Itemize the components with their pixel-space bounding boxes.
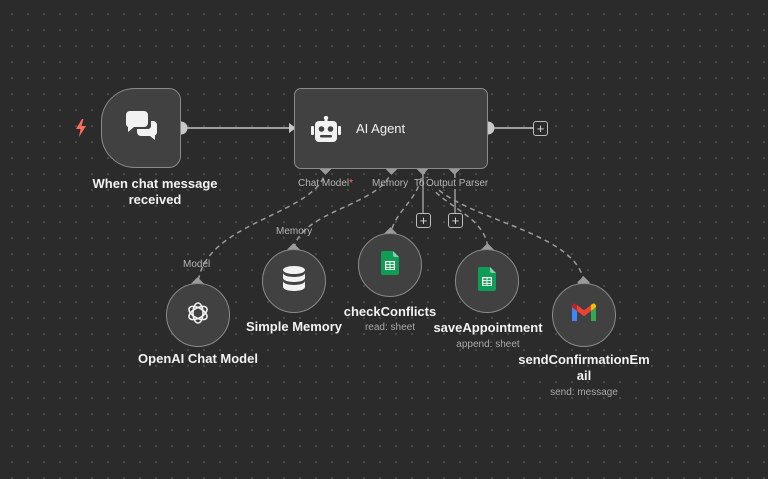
connection-arrow-icon: [289, 123, 296, 133]
trigger-title: When chat message received: [92, 176, 218, 207]
connector-label-model: Model: [183, 259, 211, 270]
port-label-tool: Tool: [414, 178, 433, 189]
connector-label-memory: Memory: [276, 226, 313, 237]
add-next-node-button[interactable]: +: [533, 121, 548, 136]
chat-trigger-node[interactable]: [101, 88, 181, 168]
chat-bubbles-icon: [123, 110, 159, 146]
gmail-icon: [571, 303, 597, 328]
check-conflicts-node[interactable]: [358, 233, 422, 297]
openai-icon: [185, 300, 211, 331]
send-email-subtitle: send: message: [550, 387, 618, 398]
send-confirmation-email-node[interactable]: [552, 283, 616, 347]
google-sheets-icon: [381, 250, 399, 280]
check-conflicts-subtitle: read: sheet: [364, 322, 416, 333]
agent-title: AI Agent: [356, 121, 406, 136]
openai-node-title: OpenAI Chat Model: [138, 351, 258, 366]
memory-connection: [293, 168, 393, 250]
save-appointment-node[interactable]: [455, 249, 519, 313]
port-label-chat-model: Chat Model*: [298, 178, 354, 189]
lightning-bolt-icon: [74, 118, 88, 138]
google-sheets-icon: [478, 266, 496, 296]
simple-memory-node[interactable]: [262, 249, 326, 313]
port-label-output-parser: Output Parser: [425, 178, 489, 189]
database-icon: [281, 265, 307, 298]
model-connection: [197, 168, 327, 284]
tool-connection-checkconflicts: [390, 168, 424, 234]
save-appointment-title: saveAppointment: [433, 320, 543, 335]
robot-icon: [311, 115, 341, 149]
openai-chat-model-node[interactable]: [166, 283, 230, 347]
port-label-memory: Memory: [372, 178, 409, 189]
memory-node-title: Simple Memory: [245, 319, 343, 334]
add-tool-button[interactable]: +: [416, 213, 431, 228]
add-output-parser-button[interactable]: +: [448, 213, 463, 228]
save-appointment-subtitle: append: sheet: [456, 339, 520, 350]
check-conflicts-title: checkConflicts: [343, 304, 437, 319]
ai-agent-node[interactable]: AI Agent: [294, 88, 488, 169]
send-email-title: sendConfirmationEm ail: [518, 352, 650, 383]
